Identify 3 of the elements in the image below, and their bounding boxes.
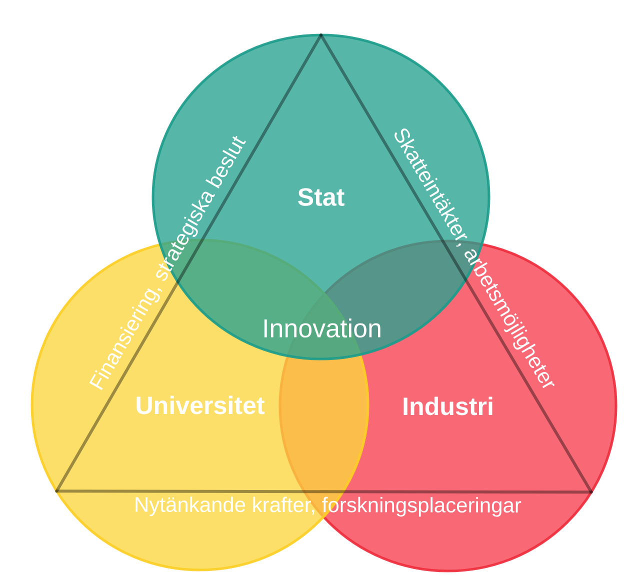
- triangle-side: [55, 34, 322, 493]
- overlap-label: Innovation: [264, 318, 380, 338]
- triangle-side: [55, 490, 593, 494]
